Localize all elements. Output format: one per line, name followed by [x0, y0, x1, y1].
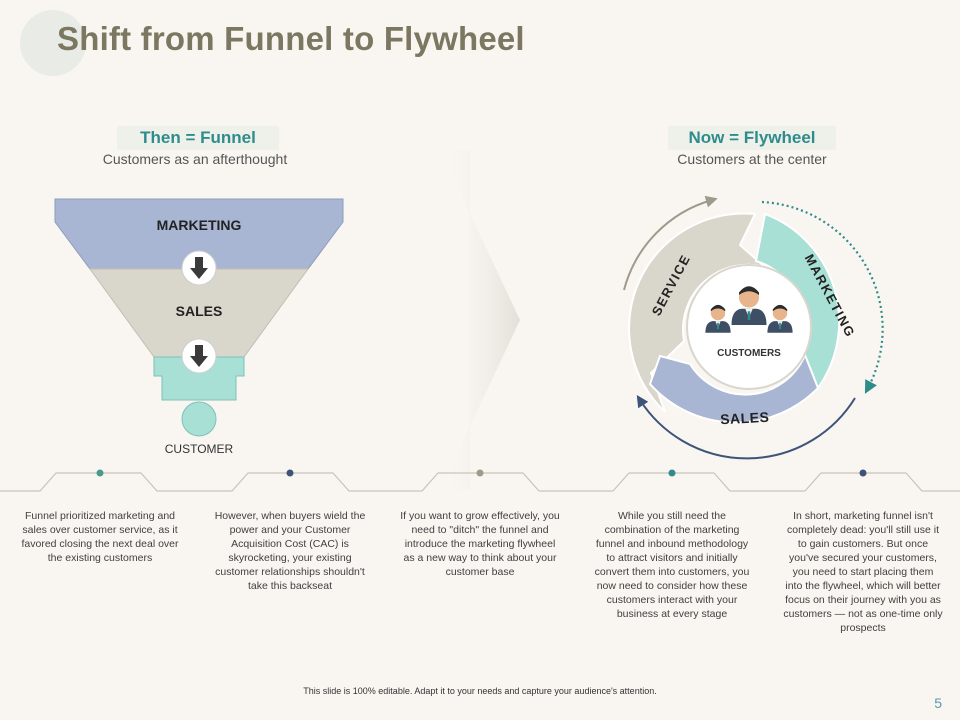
description-1: Funnel prioritized marketing and sales o…	[21, 510, 179, 564]
footer-note: This slide is 100% editable. Adapt it to…	[303, 686, 657, 696]
timeline-dot-1	[96, 469, 104, 477]
flywheel-heading: Now = Flywheel	[668, 126, 836, 150]
flywheel-center-label: CUSTOMERS	[717, 348, 781, 359]
funnel-arrow-1	[181, 250, 217, 286]
flywheel-segment-service	[628, 212, 766, 413]
title-decoration	[20, 10, 86, 76]
divider-chevron	[440, 150, 520, 490]
funnel-spout	[153, 356, 245, 401]
flywheel-center-circle	[686, 264, 812, 390]
timeline-dot-2	[286, 469, 294, 477]
funnel-heading: Then = Funnel	[117, 126, 279, 150]
description-5: In short, marketing funnel isn't complet…	[783, 510, 943, 634]
flywheel-arrow-service	[623, 195, 718, 291]
flywheel-subheading: Customers at the center	[677, 151, 827, 167]
funnel-arrow-2	[181, 338, 217, 374]
funnel-customer-label: CUSTOMER	[165, 442, 234, 456]
timeline-dot-5	[859, 469, 867, 477]
timeline-dot-4	[668, 469, 676, 477]
funnel-customer-circle	[181, 401, 217, 437]
flywheel-arrow-sales	[636, 394, 856, 460]
funnel-stage-sales: SALES	[176, 303, 223, 319]
flywheel-diagram: CUSTOMERS SERVICE MARKETING SALES	[623, 195, 884, 460]
funnel-stage-marketing: MARKETING	[157, 217, 242, 233]
description-3: If you want to grow effectively, you nee…	[400, 510, 560, 578]
flywheel-label-sales: SALES	[720, 409, 770, 428]
funnel-diagram: MARKETING SALES CUSTOMER	[54, 198, 344, 456]
funnel-subheading: Customers as an afterthought	[102, 151, 288, 167]
page-number: 5	[934, 695, 942, 711]
timeline	[0, 469, 960, 492]
description-4: While you still need the combination of …	[594, 510, 750, 620]
timeline-dot-3	[476, 469, 484, 477]
flywheel-segment-sales	[648, 352, 820, 424]
description-2: However, when buyers wield the power and…	[214, 510, 366, 592]
slide-title: Shift from Funnel to Flywheel	[57, 20, 525, 57]
flywheel-arrow-marketing	[761, 200, 884, 394]
